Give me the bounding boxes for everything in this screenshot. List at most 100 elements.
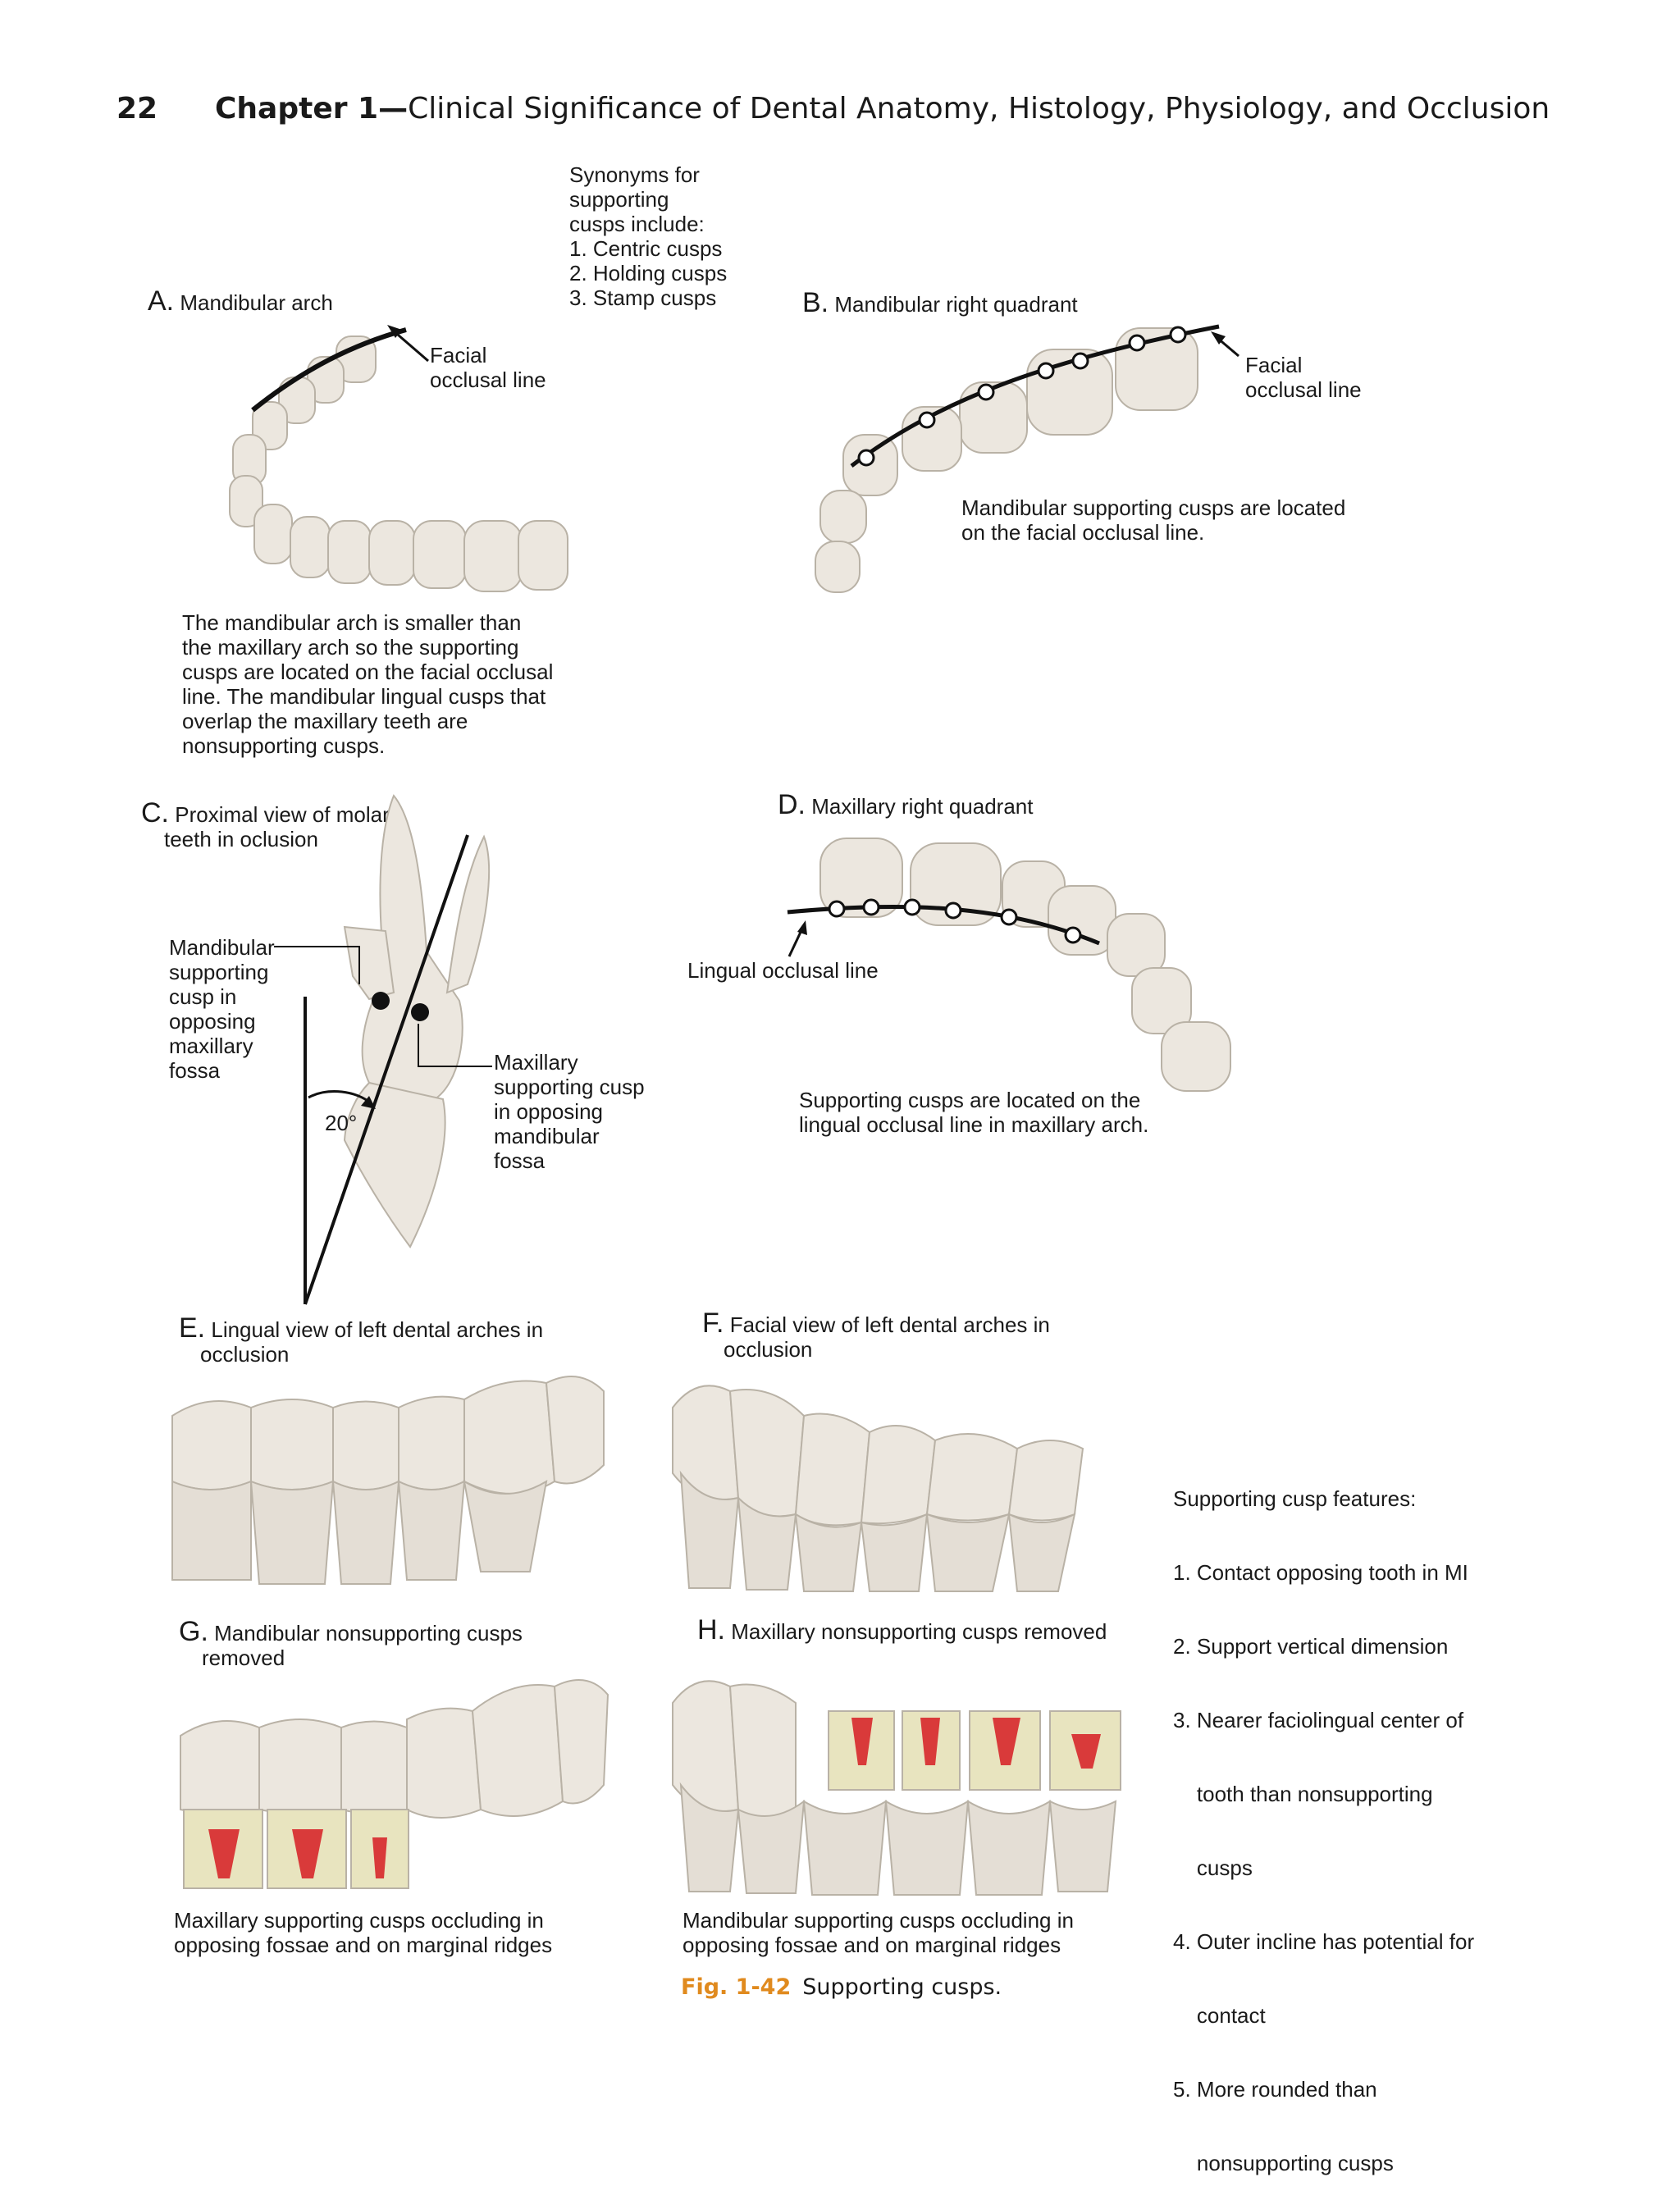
panel-f-title-line: occlusion	[724, 1337, 813, 1362]
features-line: 4. Outer incline has potential for	[1173, 1929, 1475, 1954]
panel-f-title: F. Facial view of left dental arches in …	[702, 1309, 1050, 1362]
panel-b-title-text: Mandibular right quadrant	[834, 292, 1078, 317]
description-line: line. The mandibular lingual cusps that	[182, 684, 546, 709]
panel-c-title: C. Proximal view of molar teeth in oclus…	[141, 799, 390, 851]
arrow-icon	[387, 325, 429, 363]
synonyms-line: Synonyms for	[569, 162, 700, 187]
description-line: lingual occlusal line in maxillary arch.	[799, 1112, 1149, 1137]
description-line: overlap the maxillary teeth are	[182, 709, 468, 733]
panel-c-title-line: C. Proximal view of molar	[141, 799, 390, 827]
panel-f-title-text: Facial view of left dental arches in	[729, 1312, 1050, 1337]
panel-d-letter: D.	[778, 789, 806, 820]
figure-caption: Fig. 1-42 Supporting cusps.	[681, 1974, 1002, 2000]
molar-teeth	[343, 794, 491, 1248]
supporting-cusp-markers	[857, 326, 1187, 467]
lingual-view-illustration	[171, 1376, 605, 1585]
features-line: 5. More rounded than	[1173, 2077, 1377, 2102]
arrow-icon	[1211, 331, 1239, 358]
panel-c-maxillary-label: Maxillary supporting cusp in opposing ma…	[494, 1050, 645, 1173]
panel-b-letter: B.	[802, 287, 829, 318]
upper-teeth	[180, 1679, 609, 1819]
synonyms-line: 3. Stamp cusps	[569, 285, 717, 310]
features-line: contact	[1173, 2003, 1266, 2028]
tooth-axis-line	[304, 834, 469, 1305]
panel-a-description: The mandibular arch is smaller than the …	[182, 610, 553, 758]
panel-d-title: D. Maxillary right quadrant	[778, 789, 1034, 820]
synonyms-note: Synonyms for supporting cusps include: 1…	[569, 162, 727, 310]
panel-h-title-text: Maxillary nonsupporting cusps removed	[731, 1619, 1107, 1644]
description-line: Mandibular supporting cusps are located	[961, 495, 1346, 520]
features-line: 2. Support vertical dimension	[1173, 1634, 1449, 1659]
upper-teeth	[672, 1680, 797, 1822]
features-line: cusps	[1173, 1855, 1253, 1880]
features-line: Supporting cusp features:	[1173, 1486, 1417, 1511]
features-line: tooth than nonsupporting	[1173, 1782, 1433, 1806]
arch-teeth	[229, 335, 568, 592]
pulp-chambers	[851, 1718, 1101, 1769]
synonyms-line: cusps include:	[569, 212, 705, 236]
label-line: occlusal line	[430, 367, 546, 392]
panel-e-title: E. Lingual view of left dental arches in…	[179, 1314, 543, 1367]
leader-line	[418, 1024, 492, 1067]
lower-teeth	[679, 1470, 1076, 1592]
chapter-title: Chapter 1—Clinical Significance of Denta…	[215, 92, 1550, 126]
figure-label: Fig. 1-42	[681, 1974, 792, 2000]
label-line: occlusal line	[1245, 377, 1362, 402]
mandibular-removed-illustration	[180, 1679, 609, 1889]
description-line: Mandibular supporting cusps occluding in	[682, 1908, 1074, 1933]
features-line: 3. Nearer faciolingual center of	[1173, 1708, 1464, 1732]
quadrant-teeth	[819, 838, 1231, 1092]
panel-f-title-line: F. Facial view of left dental arches in	[702, 1309, 1050, 1337]
upper-teeth	[672, 1385, 1084, 1527]
label-line: Facial	[1245, 353, 1303, 377]
panel-h-title: H. Maxillary nonsupporting cusps removed	[697, 1616, 1107, 1644]
description-line: cusps are located on the facial occlusal	[182, 660, 554, 684]
label-line: Mandibular	[169, 935, 275, 960]
label-line: fossa	[169, 1058, 221, 1083]
panel-c-title-text: Proximal view of molar	[175, 802, 390, 827]
description-line: the maxillary arch so the supporting	[182, 635, 519, 660]
panel-d-description: Supporting cusps are located on the ling…	[799, 1088, 1148, 1137]
panel-g-description: Maxillary supporting cusps occluding in …	[174, 1908, 552, 1957]
panel-c-letter: C.	[141, 797, 169, 828]
panel-d-lingual-label: Lingual occlusal line	[687, 958, 879, 983]
panel-g-title-line: G. Mandibular nonsupporting cusps	[179, 1618, 523, 1645]
features-line: nonsupporting cusps	[1173, 2151, 1394, 2175]
synonyms-line: 2. Holding cusps	[569, 261, 728, 285]
supporting-cusp-markers	[828, 898, 1082, 944]
panel-b-title: B. Mandibular right quadrant	[802, 287, 1078, 318]
label-line: Maxillary	[494, 1050, 578, 1075]
panel-h-description: Mandibular supporting cusps occluding in…	[682, 1908, 1074, 1957]
facial-occlusal-line	[251, 327, 407, 413]
label-line: supporting	[169, 960, 269, 984]
panel-c-title-line: teeth in oclusion	[164, 827, 318, 851]
arrow-icon	[361, 1096, 376, 1109]
arrow-icon	[788, 920, 807, 957]
panel-d-title-text: Maxillary right quadrant	[811, 794, 1034, 819]
panel-e-title-line: E. Lingual view of left dental arches in	[179, 1314, 543, 1342]
leader-line	[274, 946, 360, 984]
mandibular-cusp-dot	[372, 992, 390, 1010]
panel-g-title-line: removed	[202, 1645, 285, 1670]
description-line: opposing fossae and on marginal ridges	[174, 1933, 553, 1957]
label-line: opposing	[169, 1009, 256, 1034]
label-line: fossa	[494, 1148, 546, 1173]
caption-text: Supporting cusps.	[802, 1974, 1002, 2000]
synonyms-line: 1. Centric cusps	[569, 236, 723, 261]
mandibular-arch-illustration	[229, 325, 568, 592]
panel-e-letter: E.	[179, 1312, 206, 1344]
lower-teeth	[171, 1480, 548, 1585]
description-line: Supporting cusps are located on the	[799, 1088, 1141, 1112]
panel-c-mandibular-label: Mandibular supporting cusp in opposing m…	[169, 935, 275, 1083]
mandibular-quadrant-illustration	[815, 324, 1239, 593]
synonyms-line: supporting	[569, 187, 669, 212]
page-number: 22	[116, 92, 158, 126]
panel-b-description: Mandibular supporting cusps are located …	[961, 495, 1345, 545]
description-line: Maxillary supporting cusps occluding in	[174, 1908, 544, 1933]
description-line: The mandibular arch is smaller than	[182, 610, 522, 635]
panel-a-letter: A.	[148, 285, 175, 317]
label-line: cusp in	[169, 984, 237, 1009]
chapter-label: Chapter 1—	[215, 92, 409, 126]
panel-a-facial-label: Facial occlusal line	[430, 343, 546, 392]
supporting-cusp-features: Supporting cusp features: 1. Contact opp…	[1173, 1437, 1474, 2200]
